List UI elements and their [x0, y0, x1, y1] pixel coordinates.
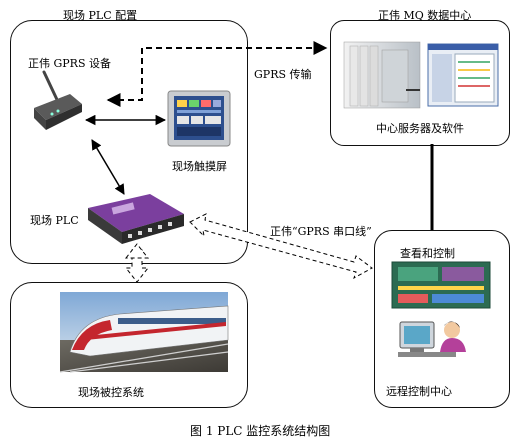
remote-control-group: [374, 230, 510, 408]
software-screen-icon: [427, 43, 499, 107]
serial-line-label: 正伟“GPRS 串口线”: [270, 225, 372, 238]
plc-site-title: 现场 PLC 配置: [63, 9, 138, 22]
gprs-link-line: [106, 41, 328, 107]
operator-icon: [398, 321, 466, 357]
device-plc-link: [91, 139, 125, 195]
train-photo-icon: [59, 292, 229, 373]
field-plc-arrow: [124, 243, 150, 283]
figure-caption: 图 1 PLC 监控系统结构图: [190, 424, 331, 438]
touch-screen-icon: [167, 90, 231, 147]
remote-title: 查看和控制: [400, 247, 455, 260]
gprs-device-label: 正伟 GPRS 设备: [28, 57, 111, 70]
server-room-icon: [343, 41, 421, 109]
touch-screen-label: 现场触摸屏: [172, 160, 227, 173]
remote-footer: 远程控制中心: [386, 385, 452, 398]
field-system-title: 现场被控系统: [78, 386, 144, 399]
gprs-router-icon: [34, 70, 82, 130]
serial-line-arrow: [189, 213, 373, 280]
control-panel-icon: [391, 261, 491, 309]
plc-label: 现场 PLC: [30, 214, 79, 227]
server-label: 中心服务器及软件: [376, 122, 464, 135]
data-center-title: 正伟 MQ 数据中心: [378, 9, 472, 22]
plc-unit-icon: [88, 194, 184, 244]
